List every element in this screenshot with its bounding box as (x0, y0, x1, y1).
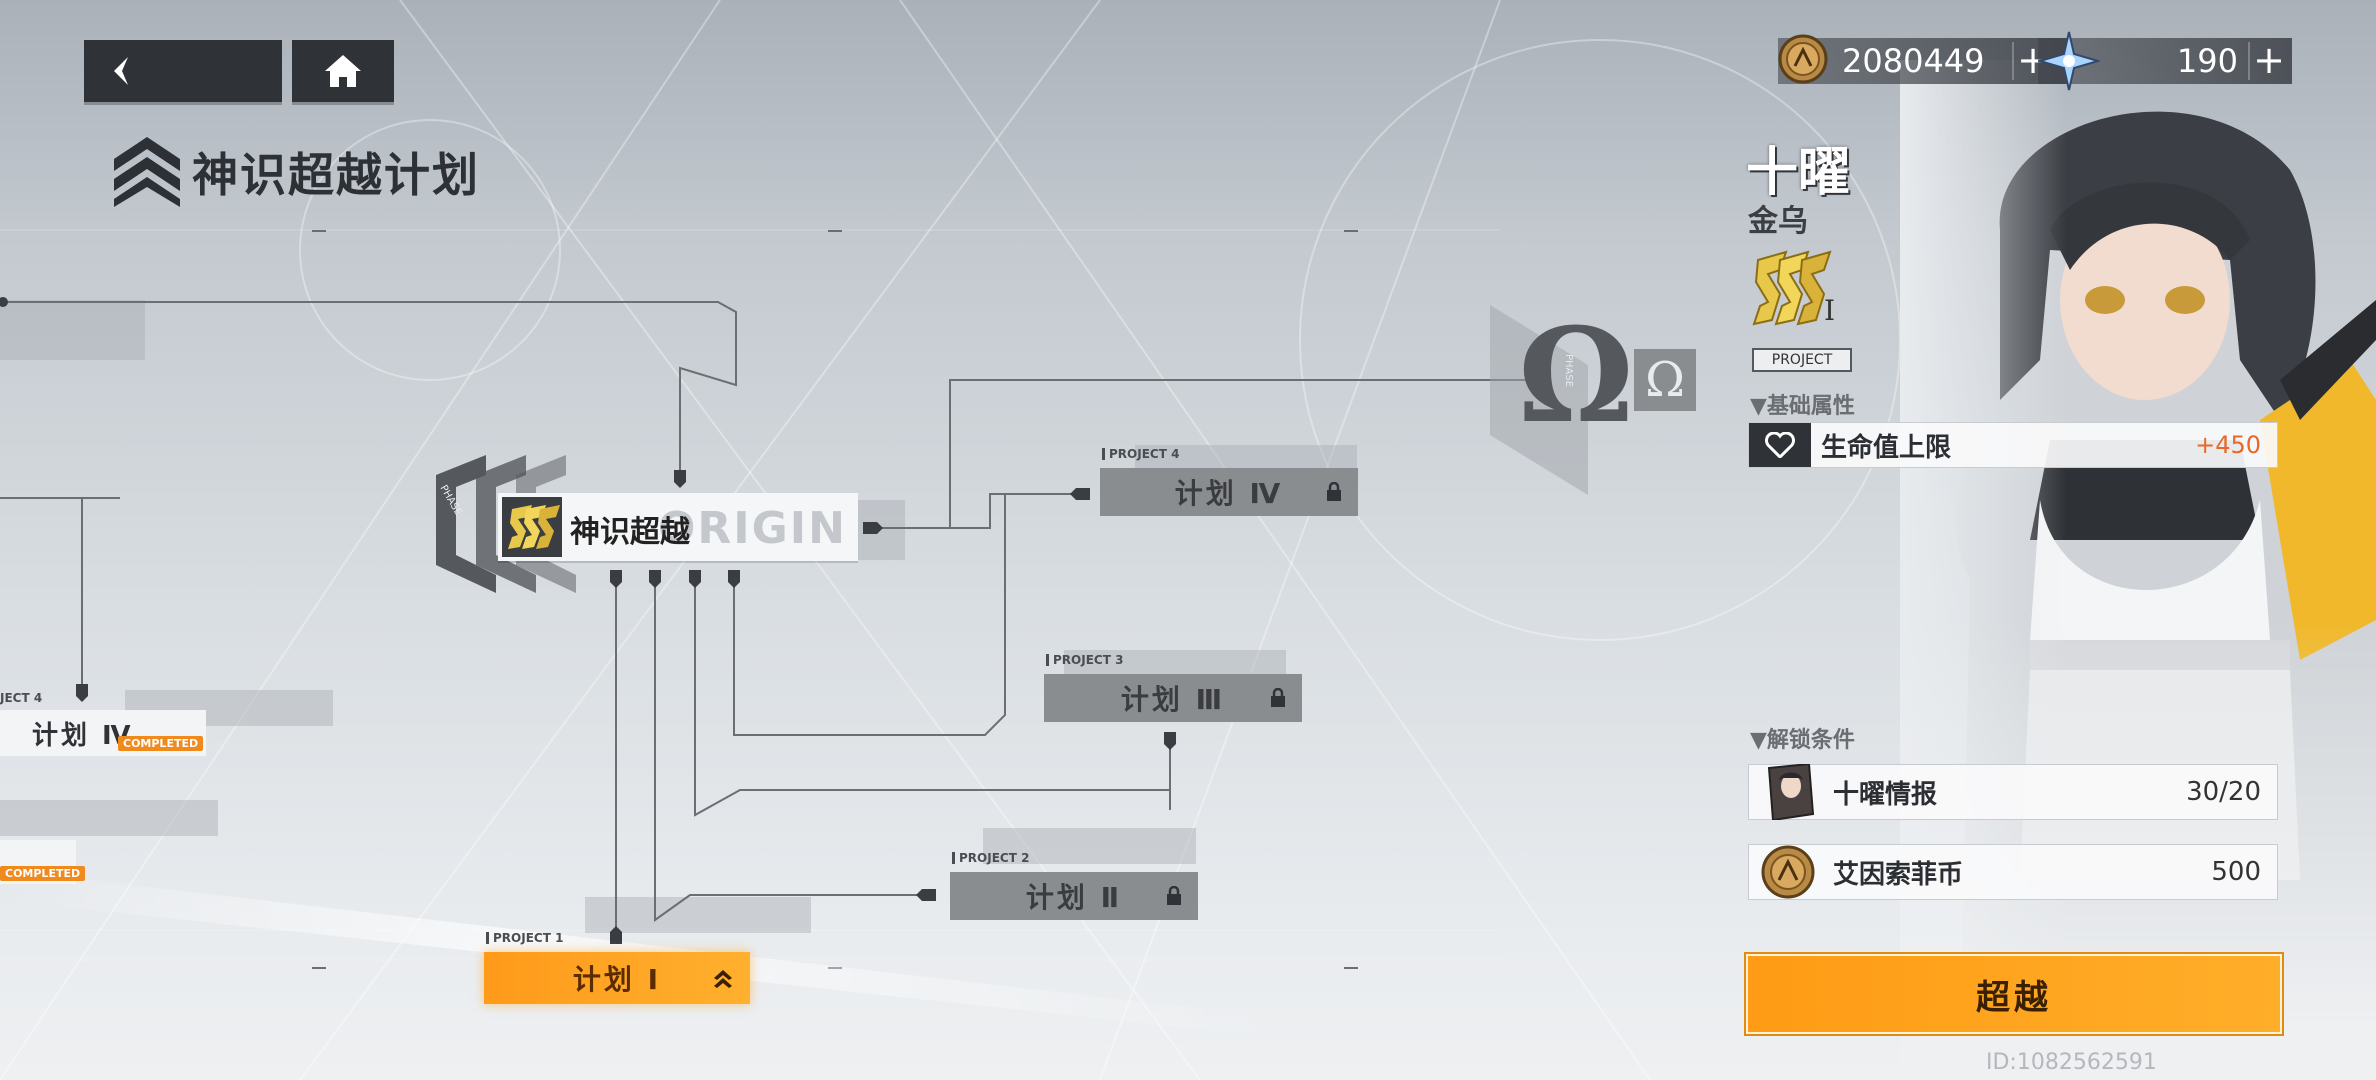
back-arrow-icon (114, 57, 128, 85)
root-node-icon-frame (502, 497, 562, 557)
requirement-row[interactable]: 艾因索菲币 500 (1748, 844, 2278, 900)
plan4-node[interactable]: 计划 Ⅳ (1100, 468, 1358, 516)
plan3-tag: PROJECT 3 (1046, 654, 1123, 666)
double-chevron-up-icon (714, 970, 732, 988)
heart-icon-frame (1749, 423, 1811, 467)
attribute-header: ▼基础属性 (1750, 394, 1855, 419)
star-crystal-icon (2038, 31, 2100, 91)
project-level: I (1824, 294, 1836, 327)
character-portrait (1900, 60, 2376, 1080)
project-badge: I (1752, 244, 1846, 344)
omega-symbol: Ω (1518, 299, 1634, 452)
attribute-row: 生命值上限 +450 (1748, 422, 2278, 468)
completed-badge-2: COMPLETED (0, 866, 86, 881)
coin-counter: 2080449 + (1778, 34, 2068, 84)
gem-amount: 190 (2176, 42, 2238, 80)
omega-phase-text: PHASE (1563, 353, 1575, 388)
left-plan4-label: 计划 Ⅳ (32, 720, 134, 751)
left-plan4-node[interactable]: 计划 Ⅳ COMPLETED (0, 710, 206, 756)
requirement-value: 500 (2211, 857, 2261, 887)
project-label: PROJECT (1752, 348, 1852, 372)
plan1-node[interactable]: 计划 Ⅰ (484, 952, 750, 1004)
page-title: 神识超越计划 (192, 148, 480, 202)
back-button[interactable] (84, 40, 282, 102)
character-subtitle: 金乌 (1748, 204, 1808, 239)
lock-icon (1271, 688, 1285, 707)
home-icon (325, 55, 361, 87)
left-partial-node[interactable]: COMPLETED (0, 840, 86, 884)
coin-icon (1761, 845, 1815, 899)
plan3-node[interactable]: 计划 Ⅲ (1044, 674, 1302, 722)
coin-icon (1778, 34, 1828, 84)
omega-emblem-icon (1490, 305, 1588, 495)
requirement-name: 十曜情报 (1833, 779, 1938, 810)
transcend-button-label: 超越 (1976, 977, 2052, 1018)
requirement-value: 30/20 (2186, 777, 2261, 807)
home-button[interactable] (292, 40, 394, 102)
plan4-label: 计划 Ⅳ (1174, 477, 1284, 510)
left-plan-tag: JECT 4 (0, 691, 43, 705)
plan3-label: 计划 Ⅲ (1120, 683, 1226, 716)
root-node[interactable]: PHASE ORIGIN 神识超越 (416, 455, 876, 595)
chevron-stack-logo-icon (114, 137, 180, 207)
plan2-node[interactable]: 计划 Ⅱ (950, 872, 1198, 920)
page-title-group: 神识超越计划 (112, 135, 480, 209)
heart-icon (1765, 432, 1795, 458)
plan1-label: 计划 Ⅰ (572, 963, 662, 996)
character-name: 十曜 (1746, 143, 1851, 203)
transcend-button[interactable]: 超越 (1746, 954, 2282, 1034)
lock-icon (1167, 886, 1181, 905)
plan4-tag: PROJECT 4 (1102, 448, 1179, 460)
gem-counter: 190 + (2038, 31, 2292, 91)
attribute-value: +450 (2195, 431, 2261, 459)
completed-badge: COMPLETED (118, 736, 204, 751)
plan2-label: 计划 Ⅱ (1025, 881, 1123, 914)
triple-s-gold-icon (508, 505, 560, 549)
omega-node-tile: Ω (1634, 349, 1696, 411)
plan2-tag: PROJECT 2 (952, 852, 1029, 864)
coin-amount: 2080449 (1842, 42, 1985, 80)
requirement-name: 艾因索菲币 (1833, 859, 1964, 890)
omega-tile-symbol: Ω (1645, 352, 1685, 408)
root-node-plate: ORIGIN 神识超越 (498, 493, 858, 561)
add-gem-button[interactable]: + (2248, 41, 2288, 80)
user-id: ID:1082562591 (1986, 1050, 2157, 1075)
plan1-tag: PROJECT 1 (486, 932, 563, 944)
requirement-row[interactable]: 十曜情报 30/20 (1748, 764, 2278, 820)
omega-node[interactable]: Ω PHASE Ω (1488, 299, 1718, 495)
root-watermark: ORIGIN (658, 503, 847, 554)
root-node-label: 神识超越 (570, 515, 690, 550)
triple-s-gold-icon (1752, 250, 1832, 326)
attribute-name: 生命值上限 (1821, 432, 1952, 463)
lock-icon (1327, 482, 1341, 501)
intel-book-icon (1767, 764, 1815, 820)
unlock-header: ▼解锁条件 (1750, 728, 1855, 753)
